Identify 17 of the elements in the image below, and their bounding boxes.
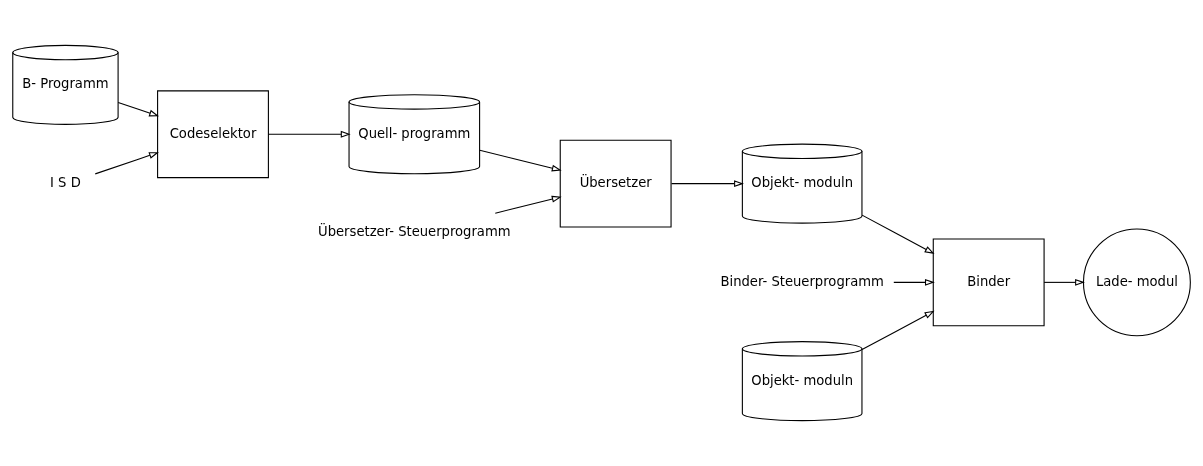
arrow [494, 195, 562, 214]
arrow [267, 130, 351, 138]
node-text: Übersetzer- Steuerprogramm [318, 224, 511, 240]
arrow [94, 152, 159, 175]
node-text: I S D [50, 175, 81, 191]
node-box: Codeselektor [157, 90, 269, 179]
arrow [117, 101, 160, 117]
arrow [479, 149, 562, 172]
node-box: Binder [932, 238, 1045, 327]
arrow [671, 180, 744, 188]
node-circle: Lade- modul [1082, 228, 1191, 337]
node-text: Binder- Steuerprogramm [720, 273, 884, 289]
arrow [861, 214, 935, 254]
node-box: Übersetzer [559, 139, 672, 228]
arrow [861, 310, 935, 351]
arrow [1043, 278, 1085, 286]
arrow [893, 278, 935, 286]
